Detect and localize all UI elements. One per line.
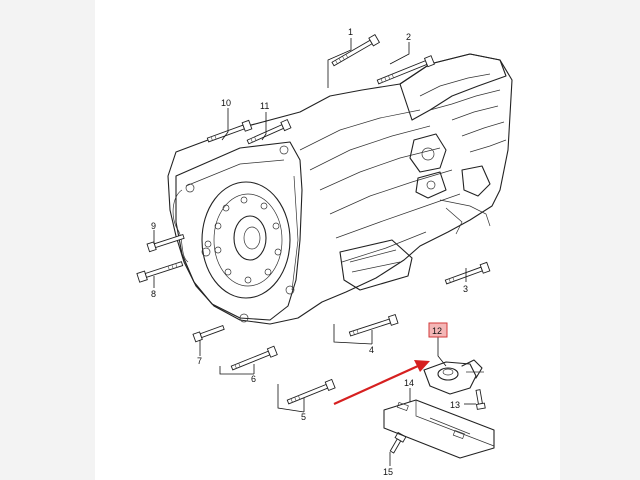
callout-3[interactable]: 3 bbox=[463, 284, 468, 294]
callout-8[interactable]: 8 bbox=[151, 289, 156, 299]
bolt-5 bbox=[286, 378, 336, 405]
callout-9[interactable]: 9 bbox=[151, 221, 156, 231]
callout-13[interactable]: 13 bbox=[450, 400, 460, 410]
bolt-1 bbox=[331, 33, 381, 67]
bolt-2 bbox=[376, 55, 435, 85]
bolt-6 bbox=[230, 345, 278, 371]
callout-1[interactable]: 1 bbox=[348, 27, 353, 37]
callout-5[interactable]: 5 bbox=[301, 412, 306, 422]
transmission-mount bbox=[423, 359, 484, 395]
callout-leaders bbox=[153, 38, 476, 466]
bolt-7 bbox=[192, 324, 225, 343]
callout-14[interactable]: 14 bbox=[404, 378, 414, 388]
callout-11[interactable]: 11 bbox=[260, 101, 269, 111]
bolt-9 bbox=[146, 233, 185, 253]
left-margin-panel bbox=[0, 0, 95, 480]
callout-6[interactable]: 6 bbox=[251, 374, 256, 384]
right-margin-panel bbox=[560, 0, 640, 480]
bolt-4 bbox=[348, 314, 399, 337]
bolt-13 bbox=[475, 389, 486, 410]
callout-2[interactable]: 2 bbox=[406, 32, 411, 42]
callout-12[interactable]: 12 bbox=[432, 326, 442, 336]
callout-labels: 1 2 3 4 5 6 7 8 9 10 11 12 13 14 15 bbox=[151, 27, 468, 477]
bolt-11 bbox=[246, 118, 292, 145]
crossmember-bracket bbox=[383, 399, 495, 459]
bolt-3 bbox=[444, 261, 491, 285]
callout-15[interactable]: 15 bbox=[383, 467, 393, 477]
bolt-10 bbox=[206, 119, 253, 143]
bolt-8 bbox=[136, 261, 184, 283]
transmission-housing bbox=[167, 53, 513, 325]
callout-10[interactable]: 10 bbox=[221, 98, 231, 108]
callout-4[interactable]: 4 bbox=[369, 345, 374, 355]
callout-7[interactable]: 7 bbox=[197, 356, 202, 366]
highlight-box-12 bbox=[428, 322, 448, 338]
highlight-arrow bbox=[333, 360, 430, 406]
